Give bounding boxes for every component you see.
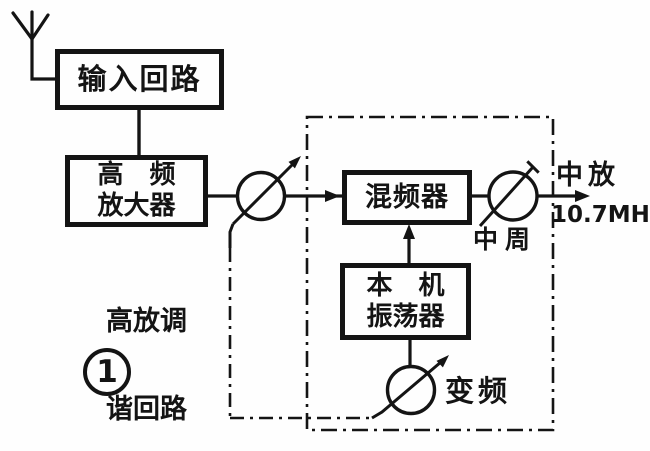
- label-if-amplifier-out: 中放: [556, 160, 620, 191]
- rf-tuning-symbol: [228, 156, 301, 248]
- gang-link-dashdot: [228, 248, 372, 420]
- label-if-transformer: 中周: [473, 225, 538, 254]
- figure-number-badge: 1: [83, 348, 131, 396]
- label-if-frequency: 10.7MHz: [551, 202, 650, 228]
- block-local-oscillator: 本 机 振荡器: [340, 263, 471, 340]
- label-rf-tuned-circuit: 高放调 谐回路: [106, 249, 187, 451]
- block-local-oscillator-label-line1: 本 机: [366, 270, 445, 301]
- figure-number-text: 1: [96, 354, 118, 390]
- converter-tuning-symbol: [371, 355, 449, 420]
- if-transformer-symbol: [478, 160, 540, 228]
- block-input-circuit-label: 输入回路: [77, 62, 202, 97]
- block-local-oscillator-label-line2: 振荡器: [366, 301, 445, 332]
- block-mixer-label: 混频器: [365, 181, 449, 213]
- block-rf-amplifier: 高 频 放大器: [65, 155, 208, 227]
- wire-if-output: [538, 190, 590, 202]
- label-rf-tuned-circuit-line1: 高放调: [106, 306, 187, 338]
- wire-tuning-to-mixer: [284, 190, 342, 202]
- wire-lo-to-mixer: [403, 224, 415, 263]
- block-mixer: 混频器: [342, 170, 472, 225]
- antenna-icon: [11, 10, 57, 81]
- block-rf-amplifier-label-line1: 高 频: [97, 160, 176, 191]
- block-rf-amplifier-label-line2: 放大器: [97, 191, 176, 221]
- block-input-circuit: 输入回路: [55, 49, 224, 110]
- converter-boundary-box: [305, 115, 555, 432]
- label-frequency-conversion: 变频: [445, 374, 512, 408]
- label-rf-tuned-circuit-line2: 谐回路: [106, 393, 187, 425]
